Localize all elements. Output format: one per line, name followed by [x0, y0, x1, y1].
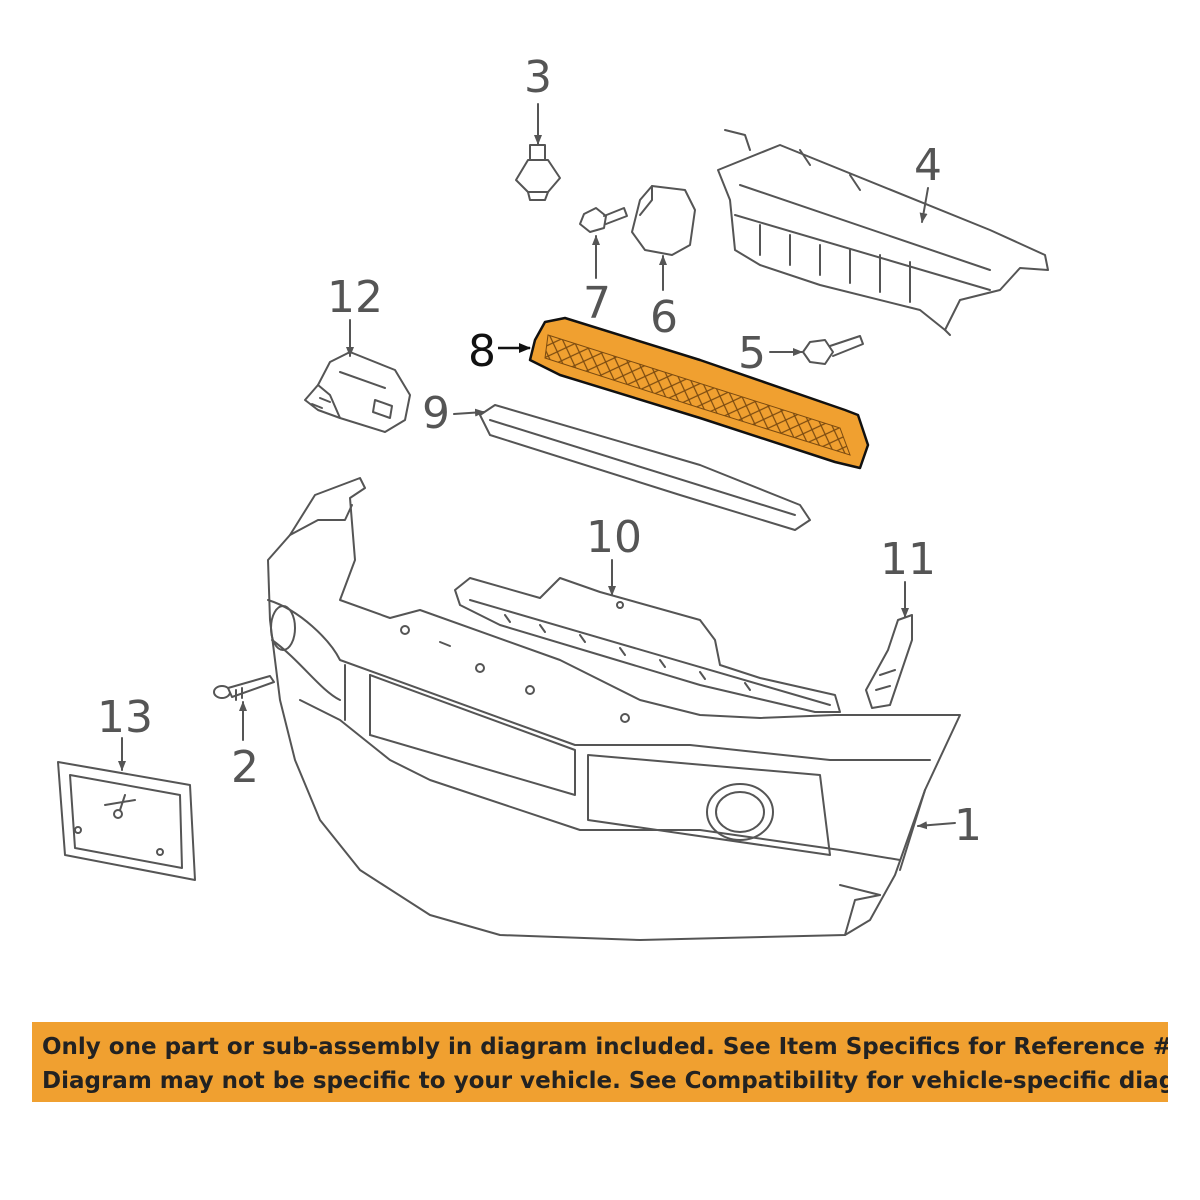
- callout-label-5: 5: [738, 328, 766, 379]
- bolt-part-5: [802, 335, 864, 365]
- molding-strip-part: [479, 404, 811, 531]
- callout-label-13: 13: [97, 692, 153, 743]
- disclaimer-banner: Only one part or sub-assembly in diagram…: [32, 1022, 1168, 1102]
- callout-label-7: 7: [583, 278, 611, 329]
- callout-label-2: 2: [231, 742, 259, 793]
- grille-reinforcement-part: [717, 129, 1049, 336]
- callout-label-6: 6: [650, 292, 678, 343]
- bumper-cover-part: [267, 477, 961, 941]
- disclaimer-line-1: Only one part or sub-assembly in diagram…: [42, 1034, 1168, 1060]
- lower-grille-part: [454, 577, 841, 713]
- clip-part: [515, 144, 561, 201]
- leader-lines: [118, 103, 956, 830]
- callout-label-11: 11: [880, 534, 936, 585]
- callout-label-4: 4: [914, 140, 942, 191]
- callout-label-8: 8: [468, 326, 496, 377]
- disclaimer-line-2: Diagram may not be specific to your vehi…: [42, 1068, 1168, 1094]
- callout-label-3: 3: [524, 52, 552, 103]
- callout-label-10: 10: [586, 512, 642, 563]
- callout-label-12: 12: [327, 272, 383, 323]
- callout-label-9: 9: [422, 388, 450, 439]
- push-pin-part: [213, 675, 275, 701]
- license-bracket-part: [57, 761, 196, 881]
- bracket-part: [631, 185, 696, 256]
- bolt-part-7: [579, 207, 628, 233]
- grille-part-highlighted: [498, 316, 870, 470]
- callout-label-1: 1: [954, 800, 982, 851]
- sensor-module-part: [304, 351, 411, 433]
- side-bracket-part: [865, 614, 913, 709]
